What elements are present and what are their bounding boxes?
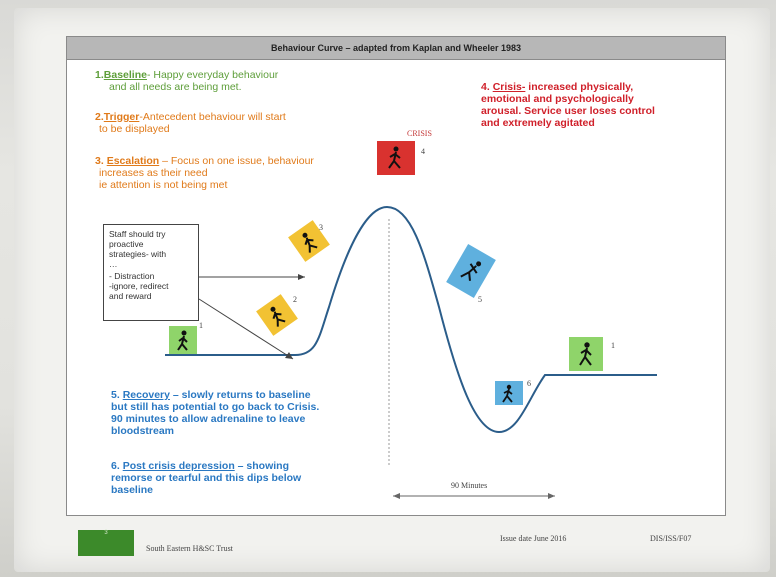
stage-number-6: 6 [527,379,531,388]
stage1-return-icon [569,337,603,371]
staff-strategies-box: Staff should try proactive strategies- w… [103,224,199,321]
staff-arrow-lower [198,298,294,360]
behaviour-curve-diagram [165,141,657,499]
staff-strategies-list: - Distraction -ignore, redirect and rewa… [109,271,169,301]
note-recovery: 5. Recovery – slowly returns to baseline… [111,389,320,437]
stage-number-1-return: 1 [611,341,615,350]
stage-number-3: 3 [319,223,323,232]
footer-document-code: DIS/ISS/F07 [650,534,692,543]
stage-number-1: 1 [199,321,203,330]
stage-number-2: 2 [293,295,297,304]
crisis-label: CRISIS [407,129,432,138]
stage2-person-icon [256,294,298,336]
slide-footer: 3 South Eastern H&SC Trust Issue date Ju… [66,526,724,564]
stage1-person-icon [169,326,197,354]
note-crisis: 4. Crisis- increased physically, emotion… [481,81,655,129]
footer-trust-name: South Eastern H&SC Trust [146,544,233,553]
stage3-person-icon [288,220,330,262]
slide-title: Behaviour Curve – adapted from Kaplan an… [67,37,725,60]
behaviour-curve [165,205,657,434]
note-post-crisis-depression: 6. Post crisis depression – showing remo… [111,460,302,496]
staff-strategies-intro: Staff should try proactive strategies- w… [109,229,167,269]
stage4-crisis-icon [377,141,415,175]
note-escalation: 3. Escalation – Focus on one issue, beha… [95,155,314,191]
slide: Behaviour Curve – adapted from Kaplan an… [66,36,726,516]
minutes-label: 90 Minutes [451,481,488,490]
note-baseline: 1.Baseline- Happy everyday behaviour and… [95,69,279,93]
note-trigger: 2.Trigger-Antecedent behaviour will star… [95,111,286,135]
stage5-person-icon [446,243,496,299]
stage-number-5: 5 [478,295,482,304]
trust-logo: 3 [78,530,134,556]
footer-issue-date: Issue date June 2016 [500,534,567,543]
stage-number-4: 4 [421,147,425,156]
stage6-person-icon [495,381,523,405]
